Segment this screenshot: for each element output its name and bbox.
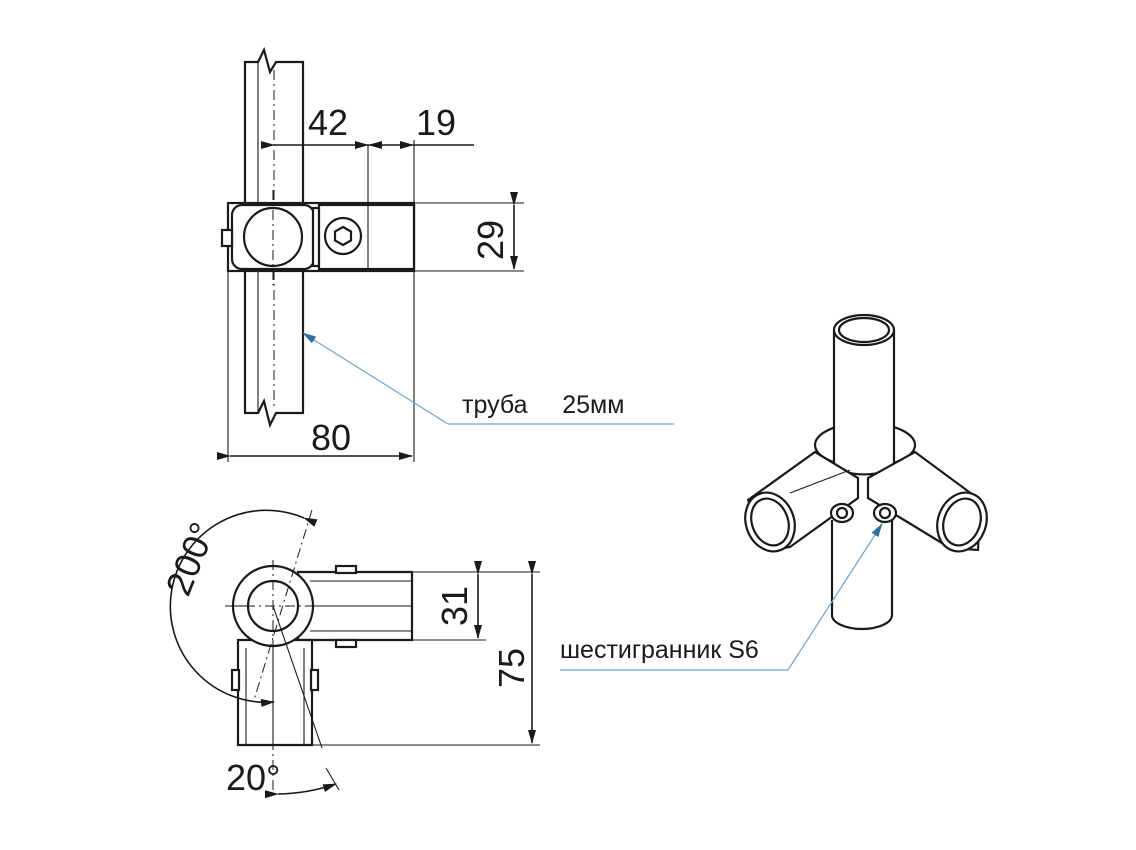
angle-20-ext	[325, 767, 340, 791]
dim-29: 29	[470, 220, 511, 260]
front-view: 42 19 29 80 труба 25мм	[217, 46, 674, 462]
iso-tube-bore	[837, 316, 891, 344]
dim-31: 31	[434, 586, 475, 626]
dim-42: 42	[308, 102, 348, 143]
angle-arc-20	[264, 783, 337, 799]
iso-hex-left-icon	[835, 506, 849, 520]
tube-leader	[302, 332, 449, 425]
iso-upper-tube	[832, 330, 896, 476]
arm-down	[236, 638, 314, 747]
iso-hex-right-icon	[878, 506, 892, 520]
angle-20: 20°	[226, 757, 280, 798]
arm-down-tab	[230, 668, 241, 692]
iso-lower-tube	[830, 520, 894, 631]
tube-label: труба 25мм	[462, 391, 624, 419]
iso-right-arm-bore	[942, 497, 982, 547]
dim-80: 80	[311, 417, 351, 458]
angle-arc-200	[169, 509, 318, 708]
dim-19: 19	[416, 102, 456, 143]
hex-leader	[787, 523, 883, 671]
arm-right-tab2	[334, 638, 358, 649]
angle-200: 200°	[157, 517, 223, 601]
arm-right-tab	[334, 564, 358, 575]
clamp-tab	[220, 228, 234, 248]
hex-socket-icon	[333, 225, 353, 247]
arm-down-tab2	[309, 668, 320, 692]
dim-75: 75	[491, 648, 532, 688]
hex-label: шестигранник S6	[560, 636, 759, 664]
top-view: 200° 20° 31 75	[157, 509, 540, 799]
iso-left-arm-bore	[750, 497, 790, 547]
isometric-view: шестигранник S6	[560, 313, 988, 671]
iso-left-arm-line	[789, 469, 851, 494]
